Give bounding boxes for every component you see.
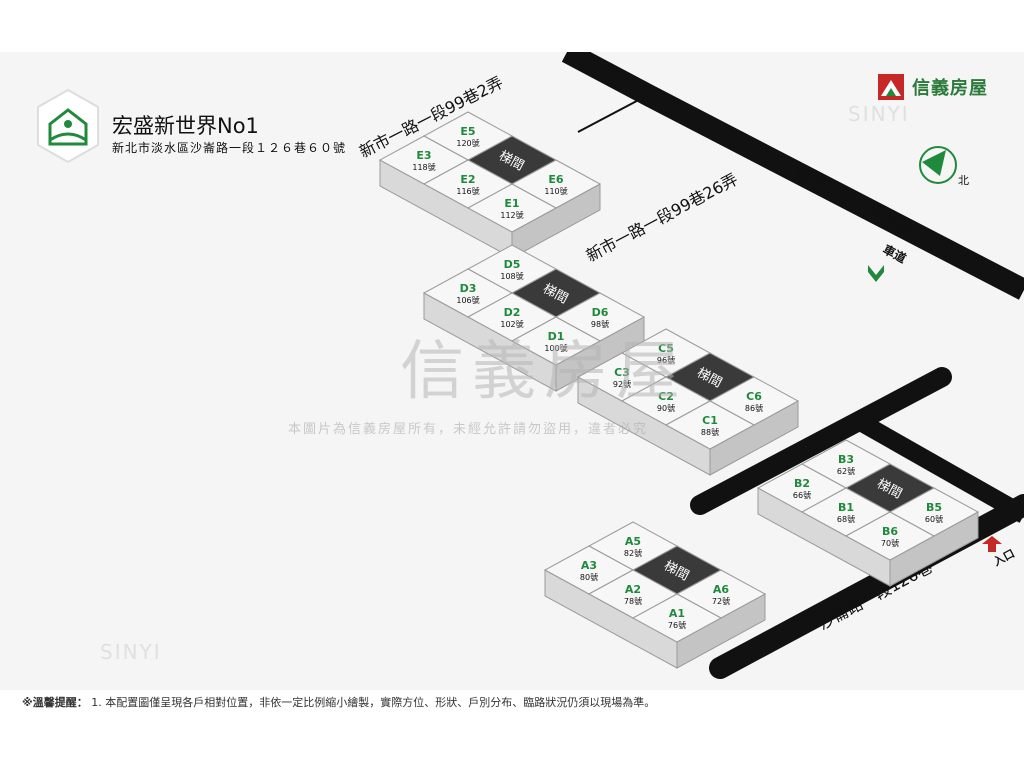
unit-A3-number: 80號	[580, 572, 598, 582]
ramp-label: 車道	[881, 241, 909, 266]
unit-C6-number: 86號	[745, 403, 763, 413]
unit-E2-number: 116號	[456, 186, 479, 196]
north-arrow-icon	[922, 150, 946, 176]
road-label-3: 新市一路一段99巷	[793, 163, 919, 242]
unit-E6-number: 110號	[544, 186, 567, 196]
footer-text: 1. 本配置圖僅呈現各戶相對位置，非依一定比例縮小繪製，實際方位、形狀、戶別分布…	[91, 696, 656, 709]
unit-C1-roof	[664, 400, 756, 450]
brand-mark-icon	[878, 74, 904, 100]
unit-E1-roof	[466, 183, 558, 233]
footer-label: ※溫馨提醒：	[22, 696, 88, 709]
project-title: 宏盛新世界No1	[112, 114, 259, 138]
north-indicator: 北	[919, 146, 969, 187]
unit-B3-code: B3	[838, 453, 854, 466]
unit-D3-code: D3	[460, 282, 477, 295]
unit-B3-number: 62號	[837, 466, 855, 476]
road-connector	[859, 416, 1024, 523]
unit-E1-number: 112號	[500, 210, 523, 220]
unit-E1-code: E1	[504, 197, 519, 210]
unit-D6-number: 98號	[591, 319, 609, 329]
unit-D2-code: D2	[504, 306, 521, 319]
unit-C3-code: C3	[614, 366, 630, 379]
unit-D6-code: D6	[592, 306, 609, 319]
unit-C2-code: C2	[658, 390, 674, 403]
road-stub	[577, 94, 649, 133]
unit-D1-roof	[510, 316, 602, 366]
unit-B5-number: 60號	[925, 514, 943, 524]
unit-C1-number: 88號	[701, 427, 719, 437]
unit-E6-code: E6	[548, 173, 564, 186]
unit-B1-number: 68號	[837, 514, 855, 524]
unit-A1-code: A1	[669, 607, 685, 620]
unit-E3-code: E3	[416, 149, 431, 162]
unit-C3-number: 92號	[613, 379, 631, 389]
unit-B1-code: B1	[838, 501, 854, 514]
unit-D5-number: 108號	[500, 271, 523, 281]
unit-B5-code: B5	[926, 501, 942, 514]
brand-logo: 信義房屋	[878, 74, 988, 100]
unit-C6-code: C6	[746, 390, 762, 403]
unit-D3-number: 106號	[456, 295, 479, 305]
entrance-indicator: 入口	[982, 536, 1017, 569]
unit-E5-number: 120號	[456, 138, 479, 148]
unit-B2-code: B2	[794, 477, 810, 490]
unit-B6-code: B6	[882, 525, 898, 538]
site-plan-map: 新市一路一段99巷2弄 新市一路一段99巷26弄 新市一路一段99巷 沙崙路一段…	[356, 52, 1024, 679]
entrance-arrow-icon	[982, 536, 1002, 552]
watermark-notice: 本圖片為信義房屋所有，未經允許請勿盜用，違者必究	[288, 422, 649, 437]
unit-A2-code: A2	[625, 583, 641, 596]
unit-A6-code: A6	[713, 583, 730, 596]
north-label: 北	[958, 174, 969, 187]
unit-E5-code: E5	[460, 125, 475, 138]
unit-D1-number: 100號	[544, 343, 567, 353]
watermark-sinyi-1: SINYI	[848, 102, 910, 126]
unit-A1-roof	[631, 593, 723, 643]
unit-C5-code: C5	[658, 342, 674, 355]
site-plan-canvas: 新市一路一段99巷2弄 新市一路一段99巷26弄 新市一路一段99巷 沙崙路一段…	[0, 52, 1024, 690]
unit-A6-number: 72號	[712, 596, 730, 606]
project-address: 新北市淡水區沙崙路一段１２６巷６０號	[112, 141, 347, 155]
unit-C2-number: 90號	[657, 403, 675, 413]
buildings: 梯間E5120號E3118號E6110號E2116號E1112號梯間D5108號…	[378, 111, 980, 669]
unit-A3-code: A3	[581, 559, 597, 572]
unit-A1-number: 76號	[668, 620, 686, 630]
watermark-main: 信義房屋	[400, 335, 688, 409]
unit-C5-number: 96號	[657, 355, 675, 365]
watermark-sinyi-2: SINYI	[100, 640, 162, 664]
brand-name: 信義房屋	[912, 78, 988, 99]
unit-E2-code: E2	[460, 173, 475, 186]
unit-D2-number: 102號	[500, 319, 523, 329]
building-logo-icon	[37, 88, 99, 164]
unit-A5-code: A5	[625, 535, 641, 548]
unit-D5-code: D5	[504, 258, 521, 271]
road-label-2: 新市一路一段99巷26弄	[583, 170, 741, 266]
ramp-indicator: 車道	[868, 241, 909, 282]
unit-B2-number: 66號	[793, 490, 811, 500]
unit-A5-number: 82號	[624, 548, 642, 558]
road-mid	[690, 367, 952, 515]
unit-B6-roof	[844, 511, 936, 561]
unit-D1-code: D1	[548, 330, 565, 343]
unit-B6-number: 70號	[881, 538, 899, 548]
unit-C1-code: C1	[702, 414, 718, 427]
unit-A2-number: 78號	[624, 596, 642, 606]
ramp-arrow-icon	[868, 265, 884, 282]
footer-notice: ※溫馨提醒： 1. 本配置圖僅呈現各戶相對位置，非依一定比例縮小繪製，實際方位、…	[0, 690, 1024, 714]
unit-E3-number: 118號	[412, 162, 435, 172]
